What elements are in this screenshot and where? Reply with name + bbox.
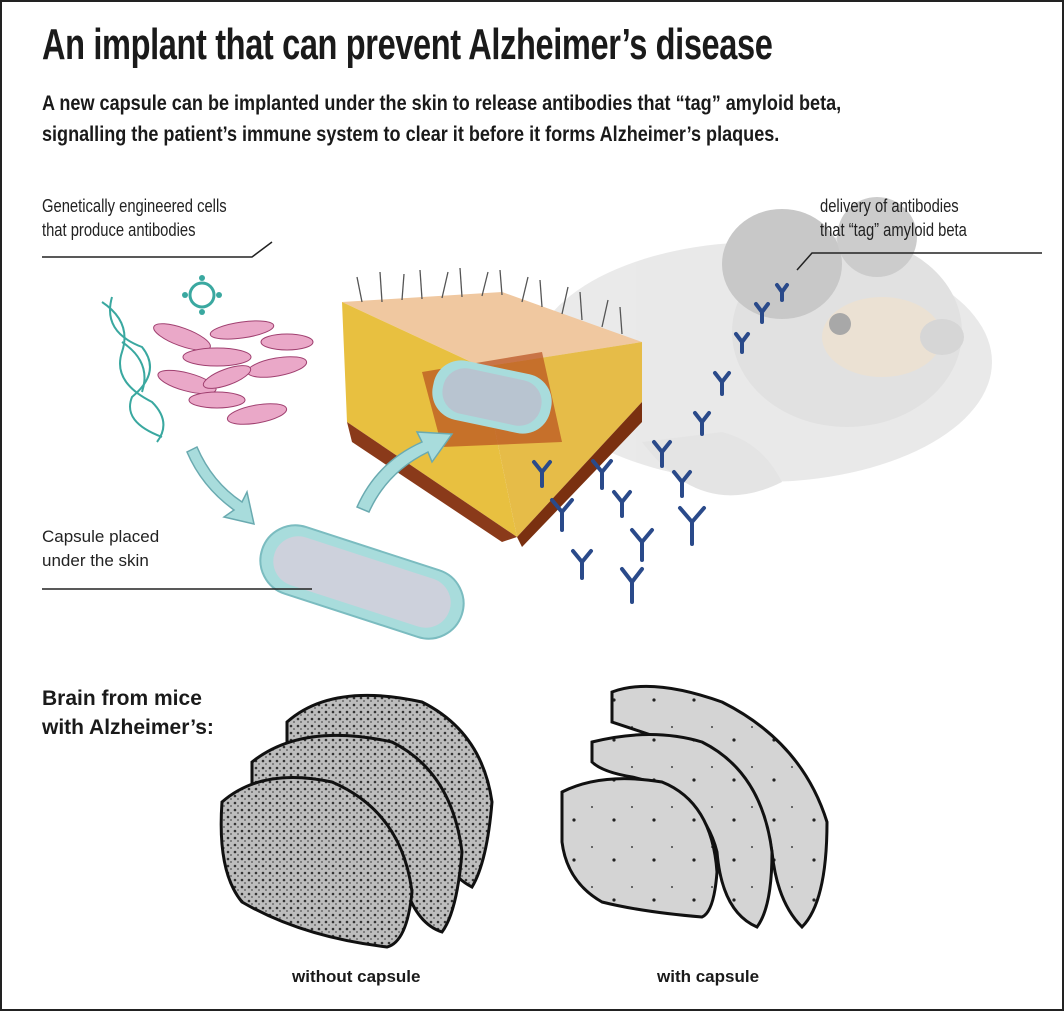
dna-icon bbox=[101, 296, 165, 443]
brain-slices-with-capsule bbox=[560, 684, 829, 930]
skin-cross-section bbox=[342, 267, 642, 547]
caption-without-capsule: without capsule bbox=[292, 967, 421, 986]
label-delivery-line-2: that “tag” amyloid beta bbox=[820, 220, 967, 240]
label-cells-line-1: Genetically engineered cells bbox=[42, 196, 227, 216]
brain-heading-line-1: Brain from mice bbox=[42, 687, 202, 710]
label-delivery-line-1: delivery of antibodies bbox=[820, 196, 959, 216]
label-capsule-line-1: Capsule placed bbox=[42, 527, 160, 546]
antibodies bbox=[532, 283, 789, 604]
label-cells-line-2: that produce antibodies bbox=[42, 220, 196, 240]
mouse-silhouette bbox=[532, 197, 992, 496]
callout-lines bbox=[42, 241, 1042, 590]
virus-icon bbox=[182, 275, 222, 315]
brain-heading-line-2: with Alzheimer’s: bbox=[42, 716, 214, 739]
subtitle-line-2: signalling the patient’s immune system t… bbox=[42, 123, 780, 146]
label-capsule-line-2: under the skin bbox=[42, 551, 149, 570]
subtitle-line-1: A new capsule can be implanted under the… bbox=[42, 92, 842, 115]
caption-with-capsule: with capsule bbox=[657, 967, 760, 986]
capsule-illustration bbox=[259, 524, 465, 640]
brain-heading: Brain from mice with Alzheimer’s: bbox=[42, 684, 214, 742]
page-title: An implant that can prevent Alzheimer’s … bbox=[42, 20, 773, 69]
engineered-cells bbox=[153, 320, 314, 425]
brain-slices-without-capsule bbox=[219, 693, 494, 949]
arrow-icon bbox=[186, 431, 454, 526]
